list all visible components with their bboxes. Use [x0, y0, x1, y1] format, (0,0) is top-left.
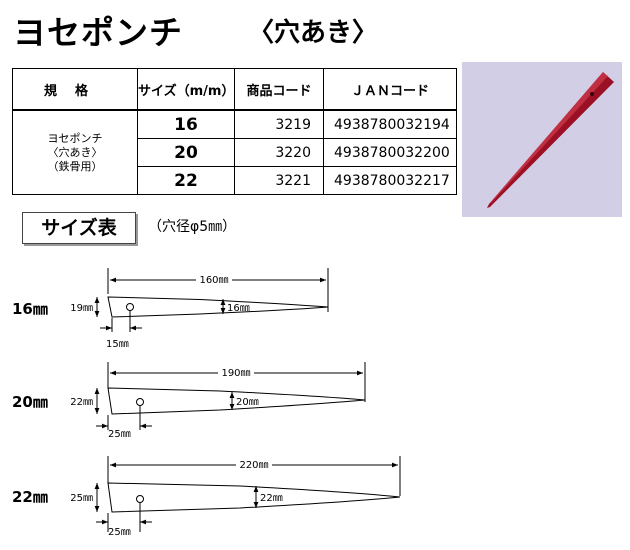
- hole-diameter-note: （穴径φ5㎜）: [148, 219, 237, 235]
- hole-offset-label: 25㎜: [108, 429, 131, 440]
- diagram-size-label: 16㎜: [12, 300, 48, 318]
- length-label: 220㎜: [239, 460, 268, 471]
- hole-icon: [136, 398, 144, 406]
- label-bg: [196, 272, 232, 286]
- product-name-line: （鉄骨用）: [47, 159, 103, 173]
- diameter-label: 16㎜: [227, 303, 250, 314]
- diagram-22: 22㎜ 220㎜ 25㎜ 22㎜ 25㎜: [12, 456, 401, 538]
- diagram-16: 16㎜ 160㎜ 19㎜ 16㎜ 15㎜: [12, 268, 329, 350]
- punch-outline: [107, 387, 366, 415]
- diagram-size-label: 20㎜: [12, 393, 48, 411]
- size-diagrams: 16㎜ 160㎜ 19㎜ 16㎜ 15㎜ 20㎜ 190㎜ 22㎜ 20㎜: [12, 268, 401, 538]
- size-cell: 20: [137, 138, 235, 167]
- label-bg: [218, 365, 254, 379]
- hole-icon: [126, 303, 134, 311]
- code-cell: 3220: [234, 138, 324, 167]
- table-row: 20 3220 4938780032200: [13, 138, 457, 167]
- code-cell: 3219: [234, 109, 324, 139]
- hole-icon: [136, 495, 144, 503]
- product-name-cell: ヨセポンチ 〈穴あき〉 （鉄骨用）: [12, 109, 138, 195]
- length-label: 190㎜: [221, 368, 250, 379]
- header-size: サイズ（m/m）: [137, 68, 235, 111]
- jan-cell: 4938780032194: [323, 109, 457, 139]
- height-label: 19㎜: [70, 303, 93, 314]
- diagram-20: 20㎜ 190㎜ 22㎜ 20㎜ 25㎜: [12, 362, 366, 440]
- header-code: 商品コード: [234, 68, 324, 111]
- punch-outline: [107, 296, 329, 318]
- product-name-line: ヨセポンチ: [47, 131, 103, 145]
- spec-table: 規格 サイズ（m/m） 商品コード ＪＡＮコード ヨセポンチ 〈穴あき〉 （鉄骨…: [12, 68, 457, 195]
- header-jan: ＪＡＮコード: [323, 68, 457, 111]
- size-table-label: サイズ表: [22, 212, 136, 244]
- height-label: 25㎜: [70, 493, 93, 504]
- diameter-label: 20㎜: [236, 397, 259, 408]
- page-subtitle: 〈穴あき〉: [248, 18, 379, 48]
- product-photo: [462, 62, 622, 217]
- size-cell: 22: [137, 166, 235, 195]
- height-label: 22㎜: [70, 397, 93, 408]
- table-row: ヨセポンチ 〈穴あき〉 （鉄骨用） 16 3219 4938780032194: [12, 109, 457, 195]
- spec-table-header-row: 規格 サイズ（m/m） 商品コード ＪＡＮコード: [12, 68, 457, 111]
- jan-cell: 4938780032200: [323, 138, 457, 167]
- size-cell: 16: [137, 109, 235, 139]
- diameter-label: 22㎜: [260, 493, 283, 504]
- page-title: ヨセポンチ: [13, 13, 183, 52]
- product-name-line: 〈穴あき〉: [47, 145, 103, 159]
- table-row: 22 3221 4938780032217: [13, 166, 457, 195]
- jan-cell: 4938780032217: [323, 166, 457, 195]
- punch-photo-icon: [487, 72, 614, 208]
- diagram-size-label: 22㎜: [12, 488, 48, 506]
- punch-outline: [107, 482, 401, 513]
- hole-offset-label: 25㎜: [108, 527, 131, 538]
- length-label: 160㎜: [199, 275, 228, 286]
- code-cell: 3221: [234, 166, 324, 195]
- label-bg: [236, 457, 272, 471]
- hole-offset-label: 15㎜: [106, 339, 129, 350]
- header-kikaku: 規格: [12, 68, 138, 111]
